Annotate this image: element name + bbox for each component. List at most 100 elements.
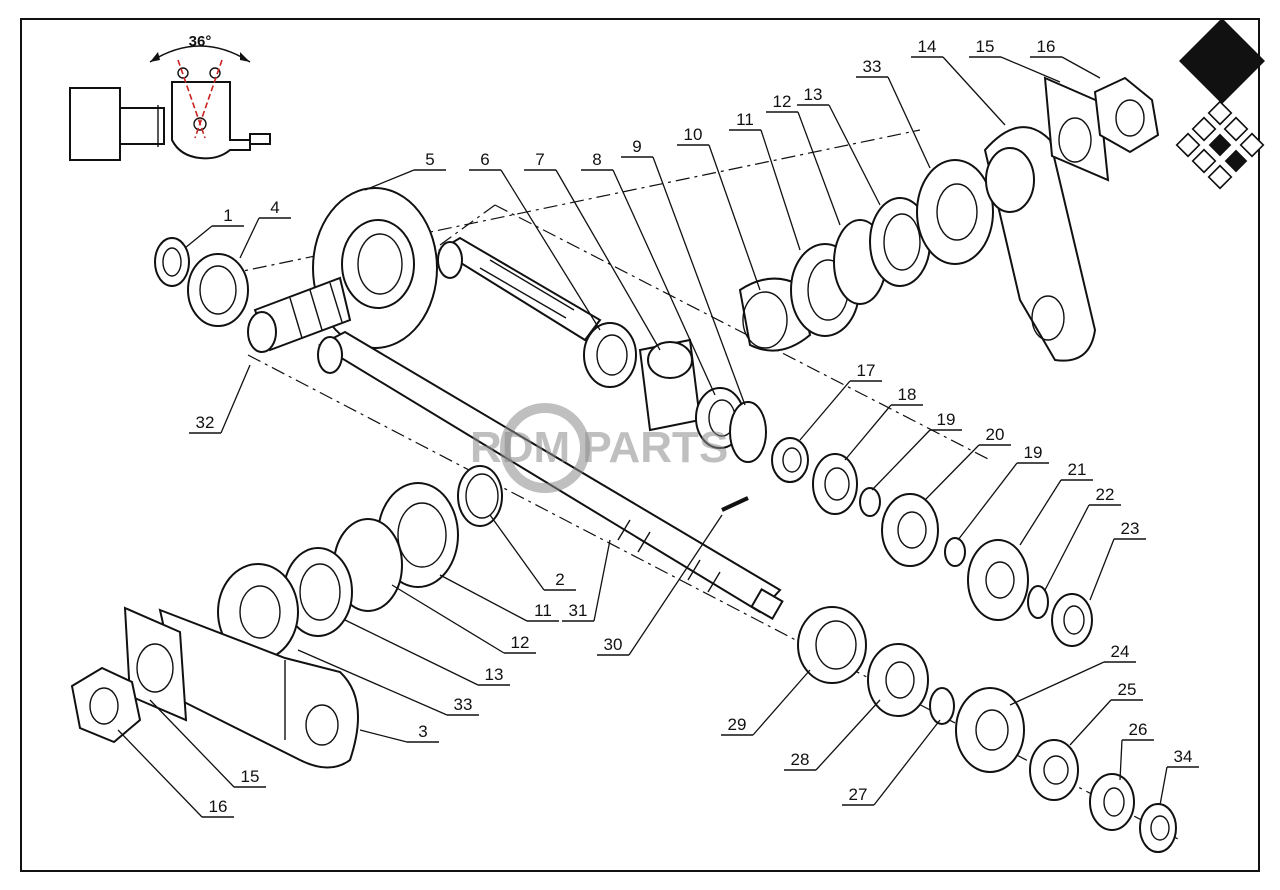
angle-inset-diagram: 36° [69, 33, 271, 161]
gear-part-28 [867, 643, 929, 717]
callout-leader-line [957, 462, 1018, 541]
callout-leader-line [1159, 766, 1168, 806]
bearing-part-29 [797, 606, 867, 684]
callout-leader-line [1061, 56, 1101, 79]
callout-number: 21 [1068, 460, 1087, 479]
callout-leader-line [555, 169, 661, 351]
callout-c11b: 11 [439, 574, 559, 622]
callout-c15b: 15 [149, 699, 266, 788]
callout-number: 12 [773, 92, 792, 111]
callout-leader-line [297, 649, 448, 716]
circlip-part-9 [729, 401, 767, 463]
callout-c27: 27 [842, 719, 941, 806]
callout-number: 10 [684, 125, 703, 144]
callout-number: 19 [1024, 443, 1043, 462]
gear-part-24 [955, 687, 1025, 773]
crank-arm-part-3 [158, 608, 359, 769]
stub-shaft-part-32 [247, 276, 352, 353]
callout-c24: 24 [1009, 642, 1136, 706]
callout-number: 6 [480, 150, 489, 169]
callout-number: 28 [791, 750, 810, 769]
callout-leader-line [391, 584, 505, 654]
callout-number: 2 [555, 570, 564, 589]
callout-number: 15 [976, 37, 995, 56]
callout-number: 7 [535, 150, 544, 169]
callout-number: 5 [425, 150, 434, 169]
callout-c3: 3 [359, 722, 439, 743]
washer-part-13-lower [283, 547, 353, 637]
nut-part-16-lower [70, 666, 142, 744]
callout-leader-line [1119, 739, 1123, 781]
callout-number: 24 [1111, 642, 1130, 661]
callout-c26: 26 [1119, 720, 1154, 781]
callout-number: 9 [632, 137, 641, 156]
callout-number: 30 [604, 635, 623, 654]
callout-leader-line [708, 144, 761, 291]
callout-c28: 28 [784, 699, 881, 771]
callout-number: 34 [1174, 747, 1193, 766]
main-shaft-part-31 [317, 330, 784, 621]
callout-leader-line [117, 729, 203, 818]
callout-c14: 14 [911, 37, 1006, 126]
callout-number: 16 [209, 797, 228, 816]
callout-leader-line [1009, 661, 1105, 706]
callout-leader-line [184, 225, 213, 249]
washer-part-34 [1139, 803, 1177, 853]
callout-c16a: 16 [1030, 37, 1101, 79]
callout-leader-line [359, 729, 408, 743]
callout-leader-line [489, 514, 545, 591]
callout-c5: 5 [364, 150, 446, 191]
callout-leader-line [1069, 699, 1112, 746]
callout-c33a: 33 [856, 57, 931, 169]
callout-leader-line [797, 111, 841, 226]
callout-leader-line [887, 76, 931, 169]
gear-part-25 [1029, 739, 1079, 801]
callout-c18: 18 [844, 385, 923, 461]
callout-number: 4 [270, 198, 279, 217]
callout-c23: 23 [1089, 519, 1146, 601]
crank-arm-part-14 [983, 126, 1097, 362]
callout-leader-line [924, 444, 980, 501]
callout-leader-line [815, 699, 881, 771]
callout-c21: 21 [1019, 460, 1093, 546]
callout-c6: 6 [469, 150, 601, 331]
gear-part-21 [967, 539, 1029, 621]
callout-leader-line [652, 156, 746, 406]
callout-c15a: 15 [969, 37, 1061, 83]
callout-leader-line [1044, 504, 1090, 591]
callout-c10: 10 [677, 125, 761, 291]
callout-c13b: 13 [344, 619, 510, 686]
callout-number: 29 [728, 715, 747, 734]
callout-number: 27 [849, 785, 868, 804]
watermark: RDM PARTS [470, 403, 728, 493]
callout-c31: 31 [562, 539, 611, 622]
callout-number: 31 [569, 601, 588, 620]
callout-leader-line [844, 404, 892, 461]
callout-leader-line [612, 169, 716, 396]
brand-logo [1175, 18, 1265, 190]
watermark-text: RDM PARTS [470, 423, 728, 472]
callout-number: 8 [592, 150, 601, 169]
callout-number: 32 [196, 413, 215, 432]
callout-c19b: 19 [957, 443, 1049, 541]
callout-leader-line [1089, 538, 1115, 601]
callout-leader-line [439, 574, 528, 622]
callout-c4: 4 [239, 198, 291, 259]
callout-c8: 8 [581, 150, 716, 396]
callout-c11a: 11 [729, 110, 801, 251]
callout-leader-line [752, 669, 811, 736]
callout-number: 11 [736, 110, 754, 129]
callout-c19a: 19 [871, 410, 962, 491]
callout-number: 13 [485, 665, 504, 684]
callout-leader-line [1000, 56, 1061, 83]
pin-part-30 [721, 496, 749, 512]
callout-number: 33 [863, 57, 882, 76]
callout-leader-line [149, 699, 235, 788]
callout-leader-line [760, 129, 801, 251]
callout-number: 26 [1129, 720, 1148, 739]
callout-c12b: 12 [391, 584, 536, 654]
callout-c33b: 33 [297, 649, 479, 716]
spacer-part-33-lower [217, 563, 299, 661]
